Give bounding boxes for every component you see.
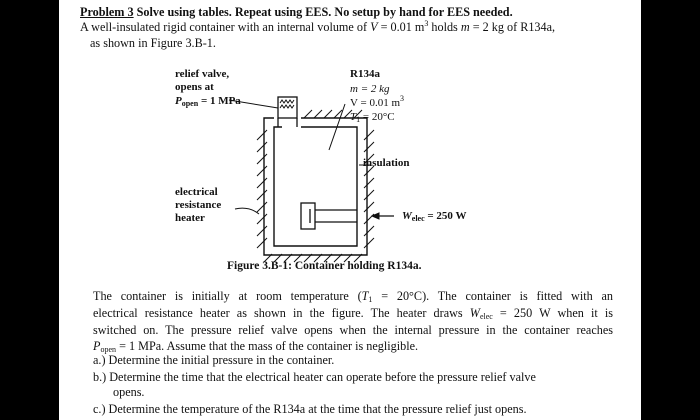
heater-leader [234,207,260,215]
temperature-value: = 20°C [360,111,395,123]
electric-power-label: Welec = 250 W [402,210,466,223]
problem-instruction: Solve using tables. Repeat using EES. No… [136,5,513,19]
statement-line-2: as shown in Figure 3.B-1. [90,36,216,50]
heater-label-line-3: heater [175,212,205,224]
r134a-leader [328,103,346,151]
question-a: a.) Determine the initial pressure in th… [93,353,335,367]
question-b: b.) Determine the time that the electric… [93,370,536,384]
r134a-title: R134a [350,68,380,80]
r134a-temperature: T1 = 20°C [350,111,395,124]
valve-open-pressure: Popen = 1 MPa [175,95,241,108]
body-line-2: electrical resistance heater as shown in… [93,306,613,321]
volume-value: = 0.01 m [377,20,425,34]
power-symbol: W [402,210,412,222]
heater-label-line-2: resistance [175,199,222,211]
pressure-value: = 1 MPa [198,95,241,107]
heater-label-line-1: electrical [175,186,218,198]
inner-wall [273,126,358,247]
pressure-symbol: P [175,95,182,107]
r134a-volume: V = 0.01 m3 [350,94,405,110]
relief-valve [277,96,298,127]
volume-exponent: 3 [424,19,429,28]
mass-value: = 2 kg of R134a, [469,20,556,34]
r134a-volume-text: V = 0.01 m [350,97,401,109]
valve-label-line-2: opens at [175,81,214,93]
body-text: = 1 MPa. Assume that the mass of the con… [116,339,419,353]
body-text: electrical resistance heater as shown in… [93,306,470,320]
pressure-subscript: open [100,345,117,354]
problem-heading: Problem 3 Solve using tables. Repeat usi… [80,5,513,19]
outer-wall [263,117,368,256]
temperature-subscript: 1 [356,115,361,124]
insulation-hatching [256,109,375,263]
container-insulation [263,117,368,256]
volume-symbol: V [370,20,378,34]
statement-text: holds [428,20,461,34]
insulation-label: insulation [363,157,410,169]
body-text: = 20°C). The container is fitted with an [372,289,613,303]
leader-lines [228,99,371,215]
temperature-symbol: T [350,111,357,123]
r134a-volume-exponent: 3 [400,94,405,103]
power-arrow [370,212,394,220]
body-line-1: The container is initially at room tempe… [93,289,613,304]
question-b-continued: opens. [113,385,145,399]
power-symbol: W [469,306,480,320]
statement-line-1: A well-insulated rigid container with an… [80,19,556,35]
problem-page: Problem 3 Solve using tables. Repeat usi… [59,0,641,420]
power-value: = 250 W [424,210,467,222]
question-c: c.) Determine the temperature of the R13… [93,402,527,416]
pressure-symbol: P [93,339,101,353]
mass-symbol: m [460,20,470,34]
figure-diagram [228,96,394,263]
body-text: The container is initially at room tempe… [93,289,362,303]
resistance-heater [300,202,357,230]
valve-label-line-1: relief valve, [175,68,230,80]
problem-number: Problem 3 [80,5,134,19]
body-text: = 250 W when it is [492,306,613,320]
statement-text: A well-insulated rigid container with an… [80,20,371,34]
power-subscript: elec [479,312,493,321]
power-subscript: elec [411,214,425,223]
valve-leader [228,99,279,109]
figure-caption: Figure 3.B-1: Container holding R134a. [227,260,422,272]
body-line-4: Popen = 1 MPa. Assume that the mass of t… [93,339,419,354]
r134a-mass: m = 2 kg [350,83,390,95]
temperature-subscript: 1 [368,295,373,304]
pressure-subscript: open [181,99,199,108]
temperature-symbol: T [361,289,369,303]
body-line-3: switched on. The pressure relief valve o… [93,323,613,337]
